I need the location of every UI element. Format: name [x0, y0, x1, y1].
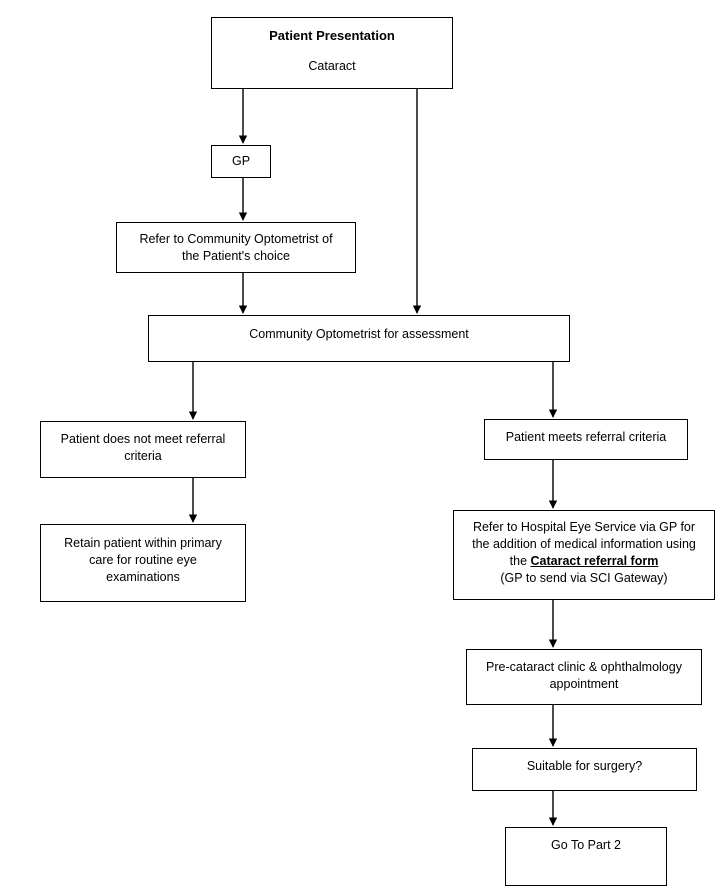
not-meet-criteria-line-2: criteria — [124, 449, 162, 463]
refer-community-optometrist-line-2: the Patient's choice — [181, 249, 290, 263]
node-community-optometrist-assessment[interactable]: Community Optometrist for assessment — [148, 315, 570, 362]
refer-hes-line-3: the Cataract referral form — [510, 553, 659, 570]
go-to-part-2-label: Go To Part 2 — [551, 838, 621, 852]
suitable-for-surgery-label: Suitable for surgery? — [526, 759, 643, 773]
refer-hes-line-1: Refer to Hospital Eye Service via GP for — [472, 520, 696, 534]
refer-hes-line-4: (GP to send via SCI Gateway) — [500, 571, 668, 585]
patient-presentation-body: Cataract — [308, 59, 356, 73]
retain-primary-care-line-2: care for routine eye — [89, 553, 197, 567]
meets-criteria-label: Patient meets referral criteria — [505, 430, 667, 444]
node-suitable-for-surgery[interactable]: Suitable for surgery? — [472, 748, 697, 791]
node-refer-community-optometrist[interactable]: Refer to Community Optometrist of the Pa… — [116, 222, 356, 273]
patient-presentation-heading: Patient Presentation — [269, 28, 395, 43]
retain-primary-care-line-1: Retain patient within primary — [64, 536, 222, 550]
refer-hes-line-3-prefix: the — [509, 554, 531, 568]
node-not-meet-criteria[interactable]: Patient does not meet referral criteria — [40, 421, 246, 478]
node-gp[interactable]: GP — [211, 145, 271, 178]
community-optometrist-assessment-label: Community Optometrist for assessment — [249, 327, 469, 341]
node-patient-presentation[interactable]: Patient Presentation Cataract — [211, 17, 453, 89]
node-pre-cataract-clinic[interactable]: Pre-cataract clinic & ophthalmology appo… — [466, 649, 702, 705]
retain-primary-care-line-3: examinations — [106, 570, 180, 584]
node-retain-primary-care[interactable]: Retain patient within primary care for r… — [40, 524, 246, 602]
refer-hes-line-2: the addition of medical information usin… — [472, 537, 696, 551]
node-meets-criteria[interactable]: Patient meets referral criteria — [484, 419, 688, 460]
node-refer-hospital-eye-service[interactable]: Refer to Hospital Eye Service via GP for… — [453, 510, 715, 600]
gp-label: GP — [231, 154, 251, 168]
cataract-referral-form-link[interactable]: Cataract referral form — [530, 554, 659, 568]
not-meet-criteria-line-1: Patient does not meet referral — [60, 432, 226, 446]
refer-community-optometrist-line-1: Refer to Community Optometrist of — [139, 232, 333, 246]
pre-cataract-clinic-line-2: appointment — [549, 677, 619, 691]
pre-cataract-clinic-line-1: Pre-cataract clinic & ophthalmology — [486, 660, 682, 674]
node-go-to-part-2[interactable]: Go To Part 2 — [505, 827, 667, 886]
